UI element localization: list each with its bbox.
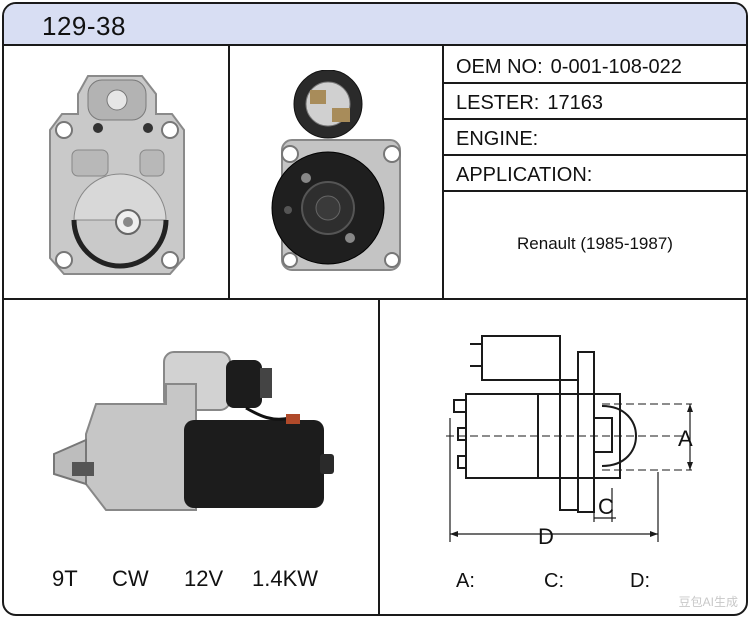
dimension-c-label: C [598,494,614,519]
spec-rotation: CW [112,566,149,591]
spec-lester: LESTER: 17163 [456,92,603,115]
spec-application-label: APPLICATION: [456,164,593,186]
watermark-text: 豆包AI生成 [678,595,738,609]
spec-oem: OEM NO: 0-001-108-022 [456,56,682,79]
dimension-d-label: D [538,524,554,549]
spec-row-line-2 [442,118,746,120]
dimension-d-field: D: [630,570,650,593]
spec-row-line-4 [442,190,746,192]
spec-lester-value: 17163 [547,92,603,114]
spec-oem-label: OEM NO: [456,56,543,78]
dimension-c-field-label: C: [544,570,564,592]
divider-middle [4,298,746,300]
starter-front-view-image [49,75,185,275]
divider-top-right [442,46,444,298]
spec-row-line-1 [442,82,746,84]
spec-engine-label: ENGINE: [456,128,539,150]
spec-power: 1.4KW [252,566,319,591]
dimension-a-label: A [678,426,693,451]
spec-application: APPLICATION: [456,164,600,187]
spec-lester-label: LESTER: [456,92,540,114]
divider-top-left [228,46,230,298]
dimension-a-field-label: A: [456,570,475,592]
starter-side-view-image [53,351,334,511]
application-vehicle: Renault (1985-1987) [517,234,673,253]
spec-engine: ENGINE: [456,128,546,151]
dimension-d-field-label: D: [630,570,650,592]
spec-teeth: 9T [52,566,78,591]
starter-rear-view-image [271,70,401,271]
dimension-c-field: C: [544,570,564,593]
divider-bottom [378,298,380,614]
spec-row-line-3 [442,154,746,156]
spec-oem-value: 0-001-108-022 [550,56,682,78]
part-number-title: 129-38 [42,11,126,41]
dimension-a-field: A: [456,570,475,593]
header-bar: 129-38 [4,4,746,46]
spec-voltage: 12V [184,566,224,591]
dimension-drawing: A C D [446,335,693,549]
